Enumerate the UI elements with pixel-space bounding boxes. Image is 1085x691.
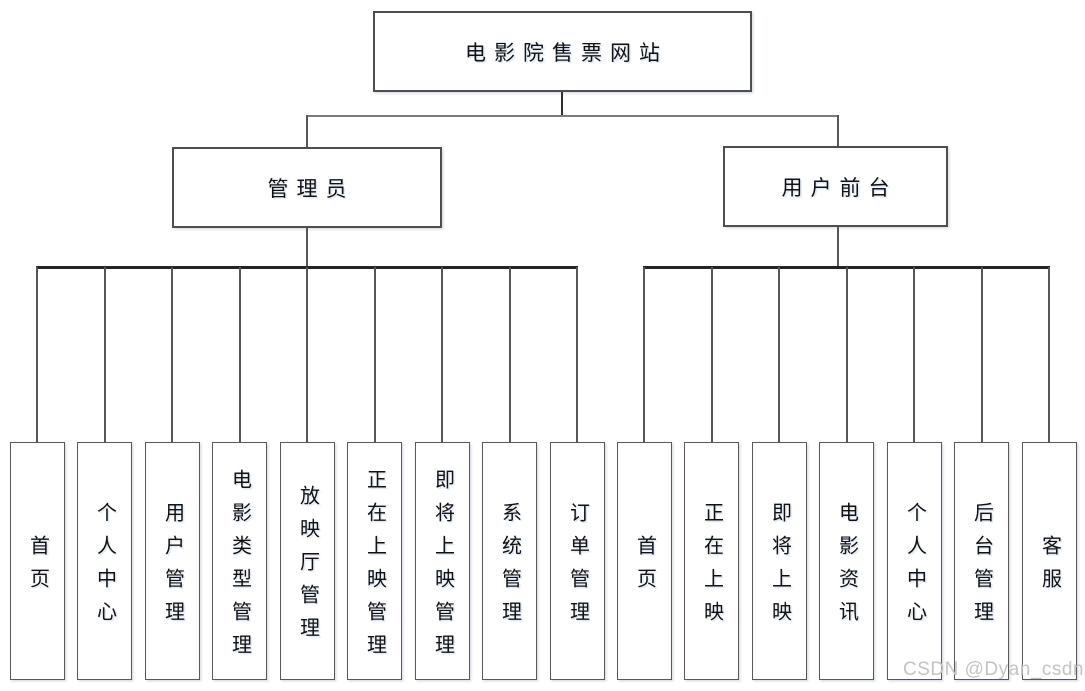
node-label: 首页 xyxy=(26,534,49,601)
node-admin: 管理员 xyxy=(172,147,442,228)
connector-admin-stem xyxy=(306,228,308,267)
connector-admin-child-drop-2 xyxy=(104,267,106,442)
node-user-coming-soon: 即将上映 xyxy=(752,442,807,680)
node-user-movie-news: 电影资讯 xyxy=(819,442,874,680)
node-admin-personal-center: 个人中心 xyxy=(77,442,132,680)
node-label: 正在上映管理 xyxy=(363,468,386,667)
connector-admin-child-drop-3 xyxy=(171,267,173,442)
node-admin-label: 管理员 xyxy=(267,176,355,201)
connector-admin-child-drop-8 xyxy=(509,267,511,442)
connector-admin-child-drop-6 xyxy=(374,267,376,442)
node-label: 电影资讯 xyxy=(835,501,858,634)
node-label: 即将上映管理 xyxy=(431,468,454,667)
connector-user-child-drop-2 xyxy=(711,267,713,442)
node-user-now-showing: 正在上映 xyxy=(684,442,739,680)
connector-user-drop xyxy=(837,115,839,147)
csdn-watermark: CSDN @Dyan_csdn xyxy=(903,659,1084,680)
node-user-front: 用户前台 xyxy=(723,146,948,227)
node-user-personal-center: 个人中心 xyxy=(887,442,942,680)
node-label: 客服 xyxy=(1038,534,1061,601)
connector-level1-hline xyxy=(306,115,839,117)
connector-user-child-drop-7 xyxy=(1048,267,1050,442)
connector-admin-child-drop-1 xyxy=(36,267,38,442)
connector-user-child-drop-5 xyxy=(913,267,915,442)
node-user-front-label: 用户前台 xyxy=(781,175,898,200)
node-label: 放映厅管理 xyxy=(296,485,319,650)
node-label: 订单管理 xyxy=(566,501,589,634)
node-admin-now-showing-management: 正在上映管理 xyxy=(347,442,402,680)
node-admin-user-management: 用户管理 xyxy=(145,442,200,680)
connector-user-child-drop-1 xyxy=(643,267,645,442)
node-admin-home: 首页 xyxy=(10,442,65,680)
node-admin-order-management: 订单管理 xyxy=(550,442,605,680)
connector-user-child-drop-3 xyxy=(778,267,780,442)
connector-admin-child-drop-5 xyxy=(306,267,308,442)
node-root-label: 电影院售票网站 xyxy=(465,40,668,65)
connector-user-child-drop-6 xyxy=(981,267,983,442)
node-admin-movie-type-management: 电影类型管理 xyxy=(212,442,267,680)
connector-admin-child-drop-4 xyxy=(239,267,241,442)
node-admin-screening-room-management: 放映厅管理 xyxy=(280,442,335,680)
node-label: 个人中心 xyxy=(903,501,926,634)
node-label: 电影类型管理 xyxy=(228,468,251,667)
connector-admin-child-drop-7 xyxy=(441,267,443,442)
connector-root-stem xyxy=(561,92,563,117)
node-label: 正在上映 xyxy=(700,501,723,634)
node-user-home: 首页 xyxy=(617,442,672,680)
connector-user-child-drop-4 xyxy=(846,267,848,442)
node-admin-system-management: 系统管理 xyxy=(482,442,537,680)
connector-admin-child-drop-9 xyxy=(576,267,578,442)
connector-user-stem xyxy=(837,227,839,267)
node-label: 个人中心 xyxy=(93,501,116,634)
node-user-customer-service: 客服 xyxy=(1022,442,1077,680)
node-label: 后台管理 xyxy=(970,501,993,634)
connector-admin-drop xyxy=(306,115,308,148)
node-label: 用户管理 xyxy=(161,501,184,634)
node-user-backend-management: 后台管理 xyxy=(954,442,1009,680)
node-label: 系统管理 xyxy=(498,501,521,634)
node-label: 即将上映 xyxy=(768,501,791,634)
node-admin-coming-soon-management: 即将上映管理 xyxy=(415,442,470,680)
node-root: 电影院售票网站 xyxy=(373,11,752,92)
node-label: 首页 xyxy=(633,534,656,601)
